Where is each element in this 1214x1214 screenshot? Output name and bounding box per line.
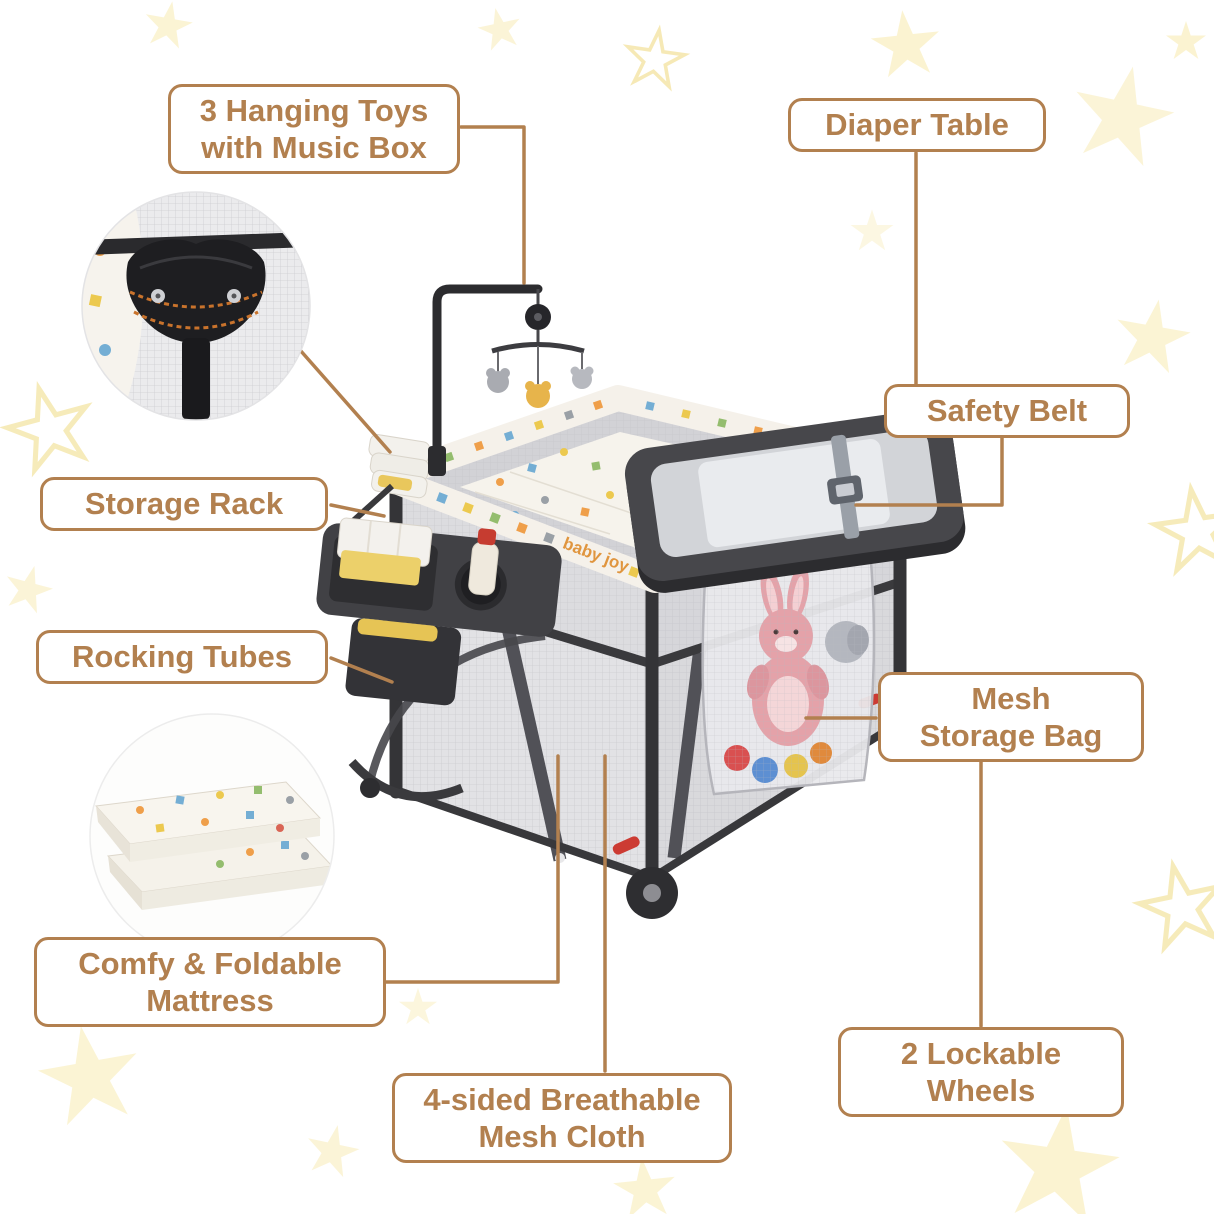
playard-illustration: baby joy bbox=[316, 284, 966, 919]
callout-foldable-mattress: Comfy & Foldable Mattress bbox=[34, 937, 386, 1028]
callout-mesh-storage-bag: Mesh Storage Bag bbox=[878, 672, 1144, 763]
line-storage-rack bbox=[329, 503, 386, 518]
callout-mesh-cloth: 4-sided Breathable Mesh Cloth bbox=[392, 1073, 732, 1164]
line-mattress bbox=[384, 754, 560, 984]
callout-hanging-toys: 3 Hanging Toys with Music Box bbox=[168, 84, 460, 175]
inset-folded-mattress bbox=[90, 714, 334, 958]
diaper-stack bbox=[368, 434, 431, 499]
diaper-table-part bbox=[624, 409, 966, 593]
line-hanging-toys bbox=[459, 125, 526, 285]
line-safety-belt bbox=[854, 435, 1004, 507]
callout-lockable-wheels: 2 Lockable Wheels bbox=[838, 1027, 1124, 1118]
front-wheel bbox=[612, 836, 678, 919]
callout-safety-belt: Safety Belt bbox=[884, 384, 1130, 438]
safety-belt-part bbox=[827, 434, 864, 539]
mesh-storage-bag-part bbox=[701, 543, 876, 796]
mobile-arm bbox=[428, 284, 594, 476]
hanging-toys bbox=[486, 346, 594, 408]
line-rocking-tubes bbox=[329, 656, 394, 684]
callout-rocking-tubes: Rocking Tubes bbox=[36, 630, 328, 684]
storage-rack-part bbox=[316, 517, 562, 706]
inset-rocking-tube bbox=[82, 192, 310, 420]
bottle bbox=[468, 528, 499, 596]
line-inset-rocking bbox=[298, 348, 392, 454]
callout-storage-rack: Storage Rack bbox=[40, 477, 328, 531]
hanging-organizer bbox=[345, 618, 462, 706]
inset-rocking-tube-border bbox=[81, 191, 311, 421]
callout-diaper-table: Diaper Table bbox=[788, 98, 1046, 152]
line-wheels bbox=[926, 720, 983, 1028]
